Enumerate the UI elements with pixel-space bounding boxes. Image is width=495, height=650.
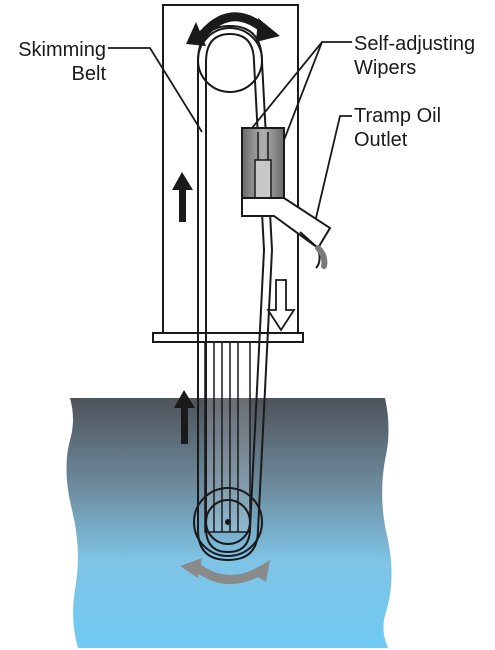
skimming-belt xyxy=(197,24,274,562)
bottom-rotation-arrow xyxy=(180,558,270,584)
up-arrow-water xyxy=(174,390,195,444)
wipers-label-line2: Wipers xyxy=(354,57,417,79)
belt-guide-tube xyxy=(204,341,251,533)
wiper-leader-b xyxy=(283,41,323,141)
oil-outlet-chute xyxy=(241,197,332,269)
wipers-label-line1: Self-adjusting xyxy=(354,33,476,55)
down-arrow-outline xyxy=(266,279,296,332)
oil-outlet-label-line1: Tramp Oil xyxy=(354,105,442,127)
oil-outlet-label-line2: Outlet xyxy=(354,129,408,151)
up-arrow-housing xyxy=(172,172,193,222)
lower-pulley xyxy=(193,487,263,557)
skimming-belt-label-line2: Belt xyxy=(71,63,106,85)
skimming-belt-label: Skimming Belt xyxy=(0,38,106,86)
mounting-flange xyxy=(152,332,304,343)
belt-leader xyxy=(108,47,203,133)
top-rotation-arrow xyxy=(186,12,280,46)
oil-outlet-label: Tramp Oil Outlet xyxy=(354,104,441,152)
leader-lines xyxy=(108,41,352,219)
skimming-belt-label-line1: Skimming xyxy=(18,39,106,61)
wipers-label: Self-adjusting Wipers xyxy=(354,32,475,80)
top-pulley xyxy=(197,27,263,93)
wiper-assembly xyxy=(241,127,285,201)
outlet-leader xyxy=(315,115,352,219)
